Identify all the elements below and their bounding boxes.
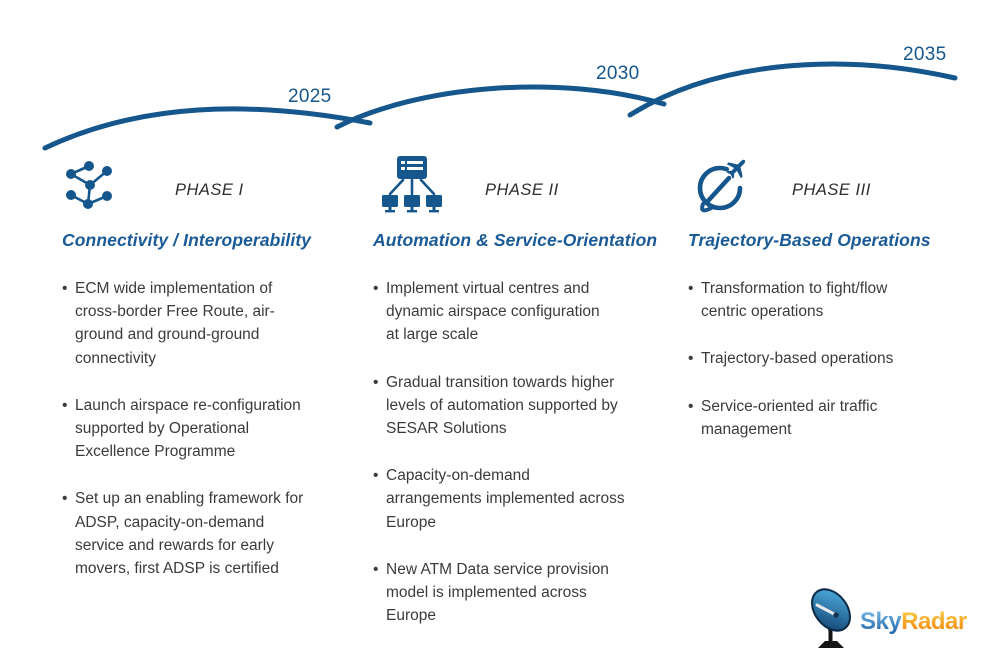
timeline-year-2025: 2025 — [288, 86, 332, 107]
logo-wordmark: SkyRadar — [860, 608, 967, 636]
phase-1-label: PHASE I — [175, 181, 244, 199]
bullet-item: New ATM Data service provision model is … — [373, 558, 673, 628]
phase-1-bullet-list: ECM wide implementation of cross-border … — [62, 277, 362, 604]
network-nodes-icon — [66, 161, 112, 209]
server-network-icon — [382, 156, 442, 213]
timeline-arc-2 — [334, 84, 667, 130]
phase-3-title: Trajectory-Based Operations — [688, 230, 931, 250]
bullet-item: ECM wide implementation of cross-border … — [62, 277, 362, 370]
phase-3-label: PHASE III — [792, 181, 871, 199]
bullet-item: Trajectory-based operations — [688, 347, 988, 370]
phase-3-bullet-list: Transformation to fight/flow centric ope… — [688, 277, 988, 465]
bullet-item: Service-oriented air traffic management — [688, 395, 988, 441]
bullet-item: Gradual transition towards higher levels… — [373, 371, 673, 441]
timeline-curve — [42, 61, 958, 151]
timeline-year-2035: 2035 — [903, 44, 947, 65]
logo-text-sky: Sky — [860, 608, 902, 635]
timeline-arc-3 — [627, 61, 958, 118]
logo-text-radar: Radar — [901, 608, 967, 635]
plane-trajectory-icon — [697, 159, 746, 213]
phase-2-bullet-list: Implement virtual centres and dynamic ai… — [373, 277, 673, 651]
bullet-item: Transformation to fight/flow centric ope… — [688, 277, 988, 323]
bullet-item: Launch airspace re-configuration support… — [62, 394, 362, 464]
skyradar-logo: SkyRadar — [800, 584, 990, 652]
phase-1-title: Connectivity / Interoperability — [62, 230, 312, 250]
bullet-item: Set up an enabling framework for ADSP, c… — [62, 487, 362, 580]
timeline-arc-1 — [42, 106, 373, 151]
bullet-item: Capacity-on-demand arrangements implemen… — [373, 464, 673, 534]
phase-2-label: PHASE II — [485, 181, 559, 199]
satellite-dish-icon — [811, 588, 851, 648]
timeline-year-2030: 2030 — [596, 63, 640, 84]
phase-2-title: Automation & Service-Orientation — [373, 230, 658, 250]
bullet-item: Implement virtual centres and dynamic ai… — [373, 277, 673, 347]
